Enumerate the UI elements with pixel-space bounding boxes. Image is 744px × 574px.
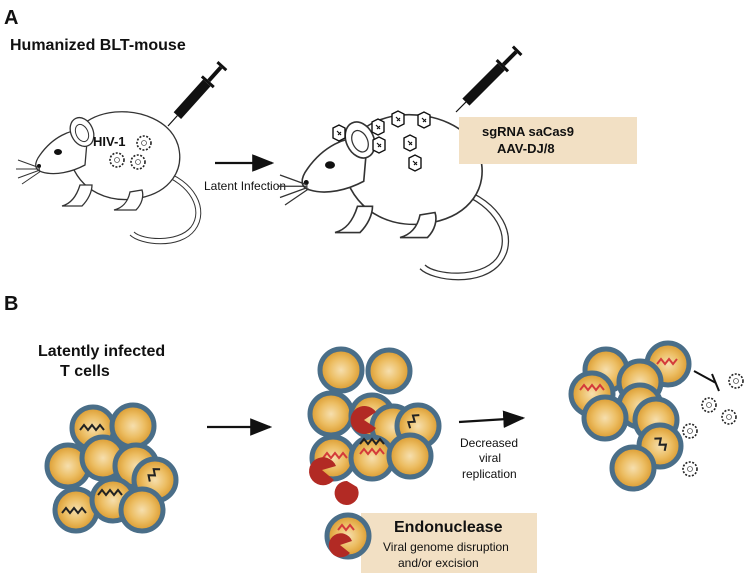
- aav-capsid-icon: [403, 134, 417, 152]
- syringe-icon: [455, 45, 523, 113]
- latent-infection-label: Latent Infection: [204, 179, 286, 193]
- aav-capsid-icon: [417, 111, 431, 129]
- syringe-icon: [167, 61, 228, 127]
- cell-cluster-latent: [47, 405, 176, 531]
- aav-capsid-icon: [371, 118, 385, 136]
- mouse-infected-illustration: [15, 111, 202, 245]
- endonuclease-box-title: Endonuclease: [394, 519, 503, 536]
- decreased-replication-arrow: [458, 410, 526, 429]
- hiv-virion-icon: [130, 154, 146, 170]
- panel-a-letter: A: [4, 7, 18, 29]
- aav-capsid-icon: [391, 110, 405, 128]
- endonuclease-box-line1: Viral genome disruption: [383, 540, 509, 554]
- panel-b-title-line1: Latently infected: [38, 343, 165, 360]
- panel-b-letter: B: [4, 293, 18, 315]
- hiv-virion-icon: [109, 152, 125, 168]
- aav-capsid-icon: [408, 154, 422, 172]
- sgrna-box-line1: sgRNA saCas9: [482, 124, 574, 139]
- cell-cluster-treated: [310, 349, 439, 479]
- hiv-virion-icon: [136, 135, 152, 151]
- virion-icon: [682, 461, 698, 477]
- panel-a-title: Humanized BLT-mouse: [10, 37, 186, 54]
- result-line2: viral: [479, 451, 501, 465]
- cell-cluster-result: [571, 343, 689, 489]
- sgrna-box-line2: AAV-DJ/8: [497, 141, 555, 156]
- hiv-label: HIV-1: [93, 134, 126, 149]
- aav-capsid-icon: [332, 124, 346, 142]
- endonuclease-box: [361, 513, 537, 573]
- virion-icon: [728, 373, 744, 389]
- result-line3: replication: [462, 467, 517, 481]
- aav-capsid-icon: [372, 136, 386, 154]
- inhibition-icon: [693, 370, 720, 392]
- box-endonuclease-icon: [328, 533, 352, 558]
- endonuclease-icon: [309, 406, 376, 505]
- sgrna-box: [459, 117, 637, 164]
- virion-icon: [682, 423, 698, 439]
- panel-b-title-line2: T cells: [60, 363, 110, 380]
- result-line1: Decreased: [460, 436, 518, 450]
- endonuclease-box-line2: and/or excision: [398, 556, 479, 570]
- virion-icon: [701, 397, 717, 413]
- virion-icon: [721, 409, 737, 425]
